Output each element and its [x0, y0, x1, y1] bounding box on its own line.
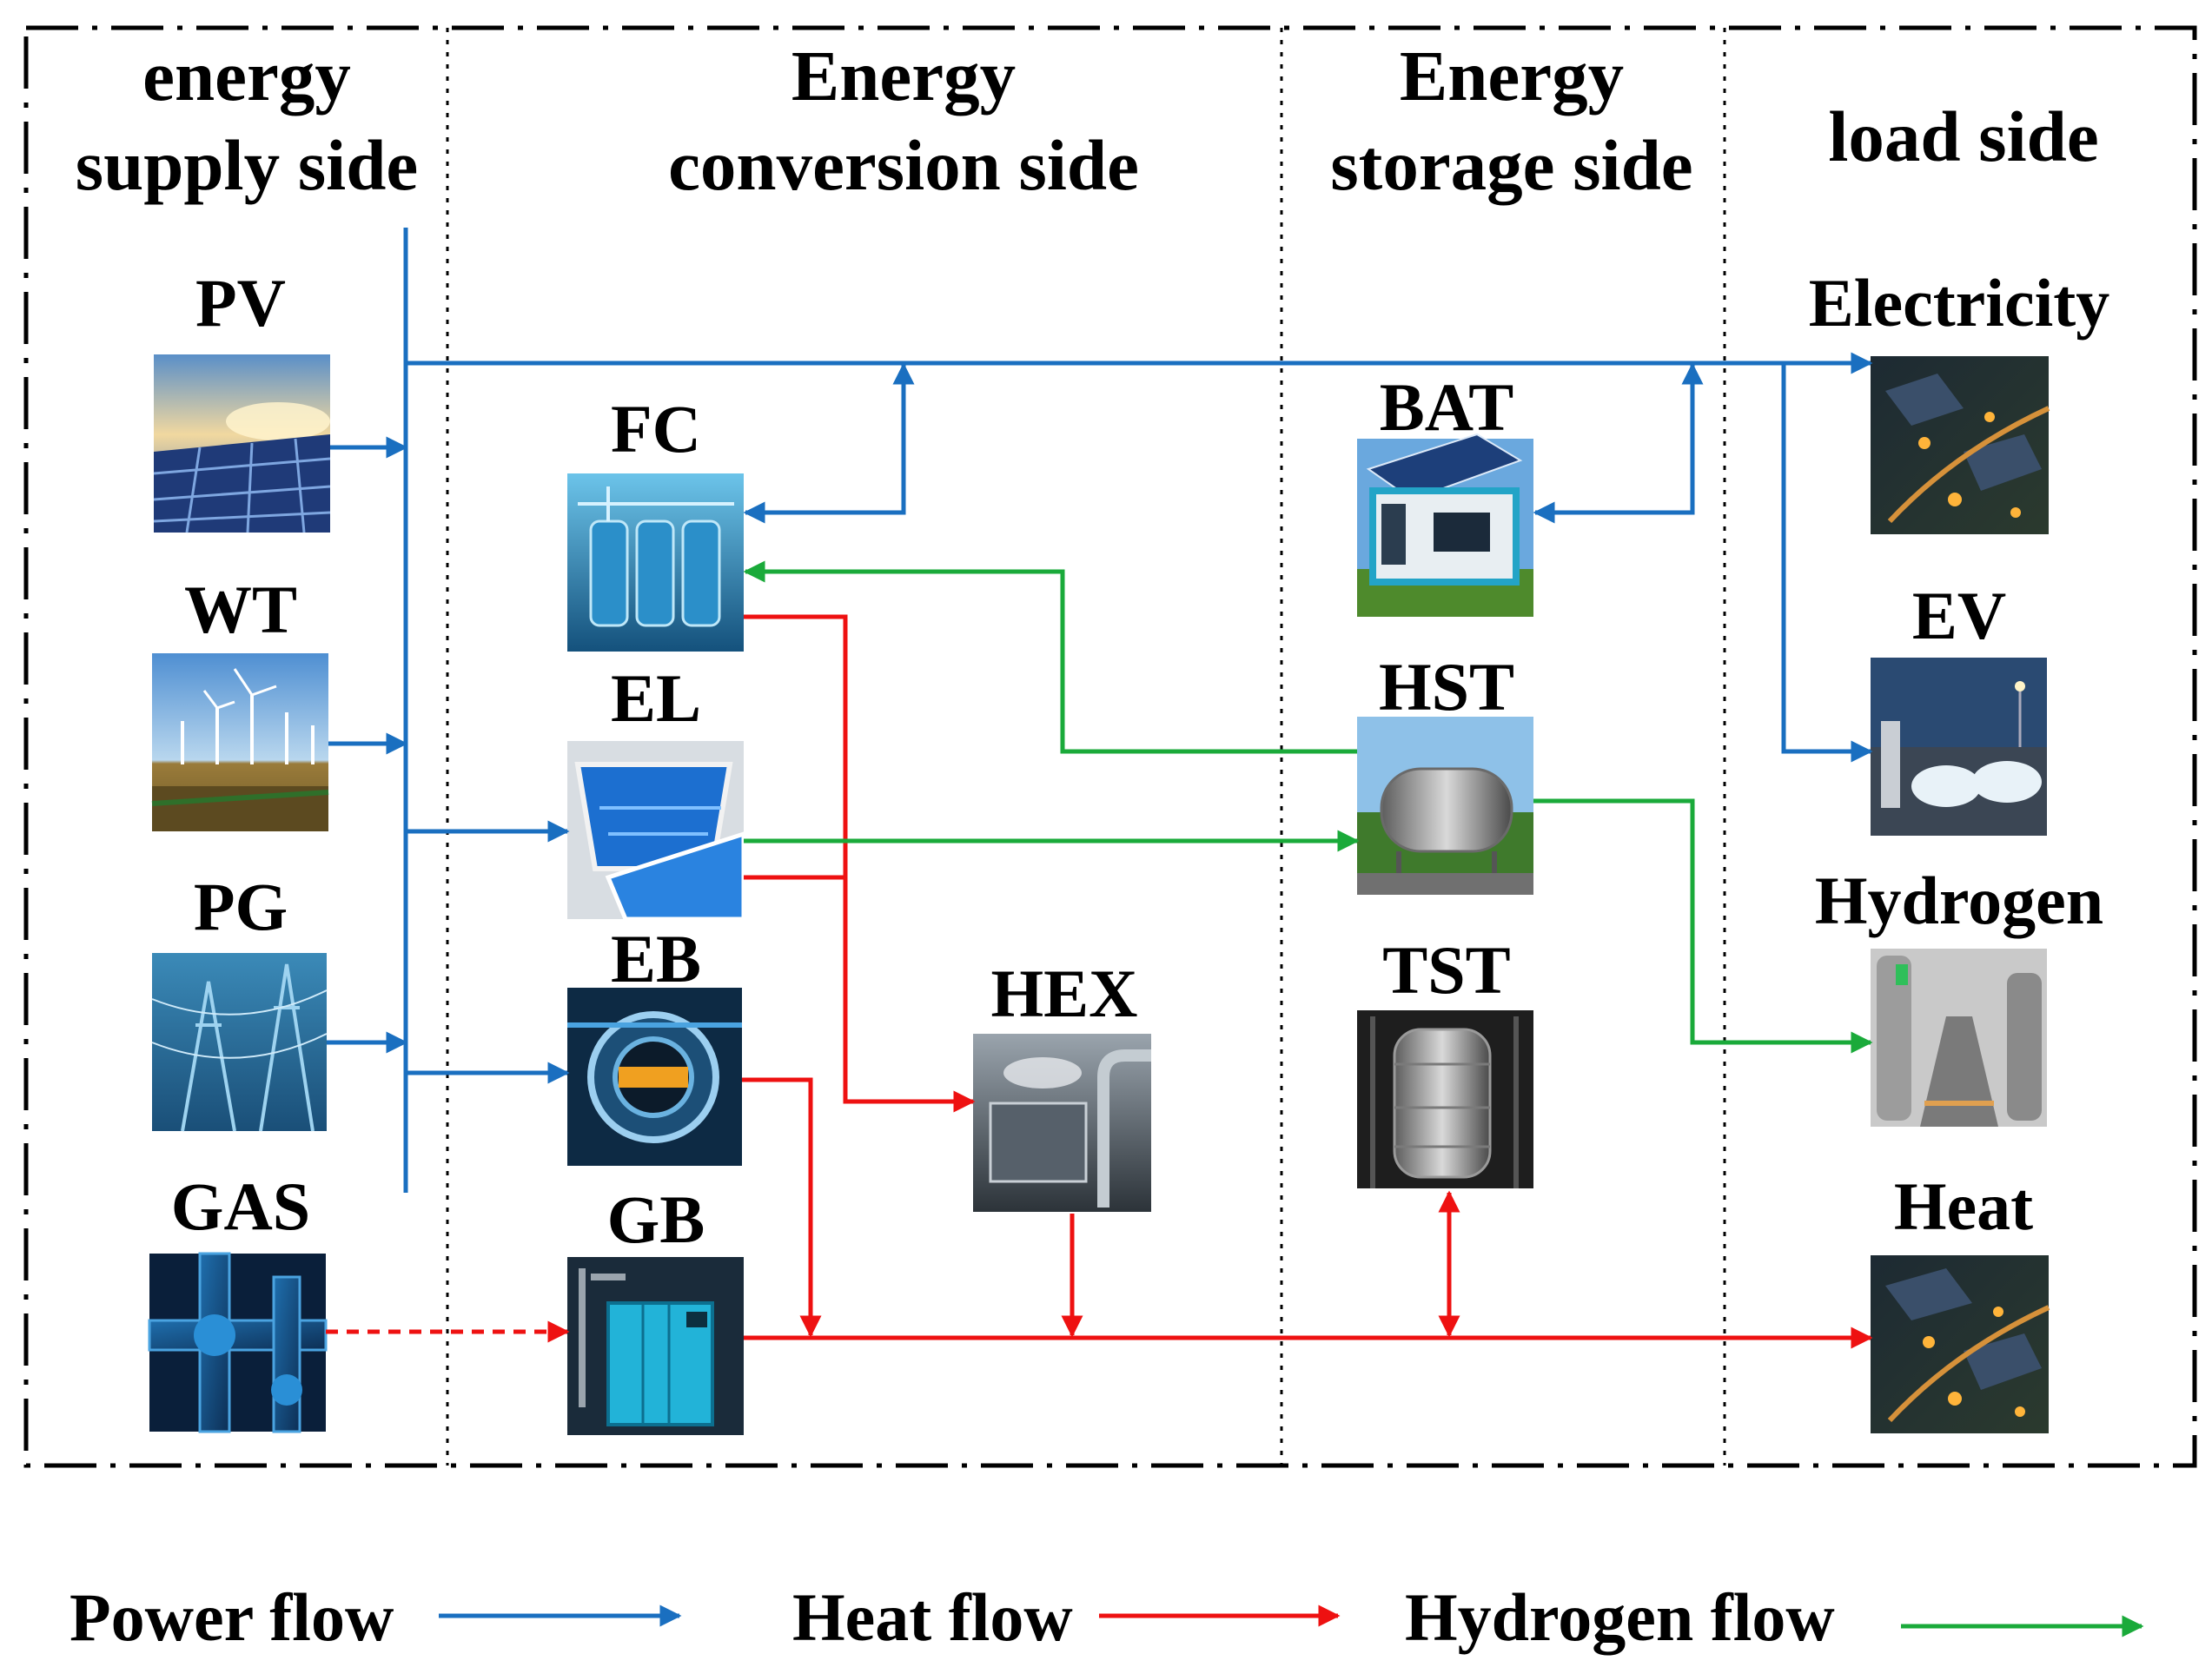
pv-image: [153, 354, 331, 533]
label-wt: WT: [184, 572, 297, 647]
hydrogen-image: [1871, 949, 2047, 1127]
heat-eb-to-line: [742, 1077, 822, 1338]
legend-hydrogen-label: Hydrogen flow: [1405, 1579, 1835, 1655]
bat-image: [1357, 433, 1533, 617]
fc-image: [567, 473, 744, 652]
label-gb: GB: [607, 1181, 705, 1257]
pg-image: [151, 953, 328, 1132]
gas-image: [148, 1252, 328, 1433]
heat-flows: [326, 614, 1873, 1349]
hst-image: [1357, 717, 1533, 895]
power-fc-exchange: [743, 362, 915, 524]
label-heat: Heat: [1894, 1168, 2033, 1244]
section-supply-line2: supply side: [76, 125, 418, 205]
label-electricity: Electricity: [1809, 265, 2109, 341]
legend-heat-label: Heat flow: [792, 1579, 1073, 1655]
el-image: [567, 741, 746, 922]
heat-fc-to-hex: [744, 614, 976, 1113]
label-ev: EV: [1912, 578, 2006, 653]
hex-image: [973, 1034, 1151, 1212]
section-storage-line1: Energy: [1400, 36, 1624, 116]
wt-image: [151, 653, 329, 831]
label-hydrogen: Hydrogen: [1815, 863, 2103, 938]
label-bat: BAT: [1380, 369, 1514, 445]
section-conversion-line2: conversion side: [668, 125, 1139, 205]
tst-image: [1357, 1010, 1533, 1188]
eb-image: [567, 988, 742, 1166]
section-load: load side: [1828, 96, 2098, 176]
label-pg: PG: [194, 869, 288, 944]
outer-frame: [23, 25, 2197, 1468]
label-el: EL: [611, 660, 701, 736]
power-bat-exchange: [1533, 362, 1704, 524]
power-flows: [327, 228, 1873, 1193]
label-gas: GAS: [171, 1168, 310, 1244]
label-pv: PV: [195, 265, 286, 341]
label-hst: HST: [1379, 649, 1514, 725]
gb-image: [567, 1257, 744, 1435]
section-conversion-line1: Energy: [791, 36, 1016, 116]
label-tst: TST: [1382, 932, 1510, 1008]
legend-power-label: Power flow: [70, 1579, 394, 1655]
electricity-image: [1871, 356, 2050, 534]
section-storage-line2: storage side: [1330, 125, 1692, 205]
section-supply-line1: energy: [142, 36, 351, 116]
heat-image: [1871, 1255, 2050, 1433]
hydrogen-flows: [743, 560, 1873, 1054]
hydrogen-hst-to-load: [1533, 798, 1873, 1054]
label-fc: FC: [611, 391, 701, 466]
label-hex: HEX: [990, 956, 1137, 1031]
power-to-ev: [1781, 363, 1873, 763]
hydrogen-hst-to-fc: [743, 560, 1357, 754]
ev-image: [1871, 658, 2047, 836]
label-eb: EB: [611, 921, 701, 996]
